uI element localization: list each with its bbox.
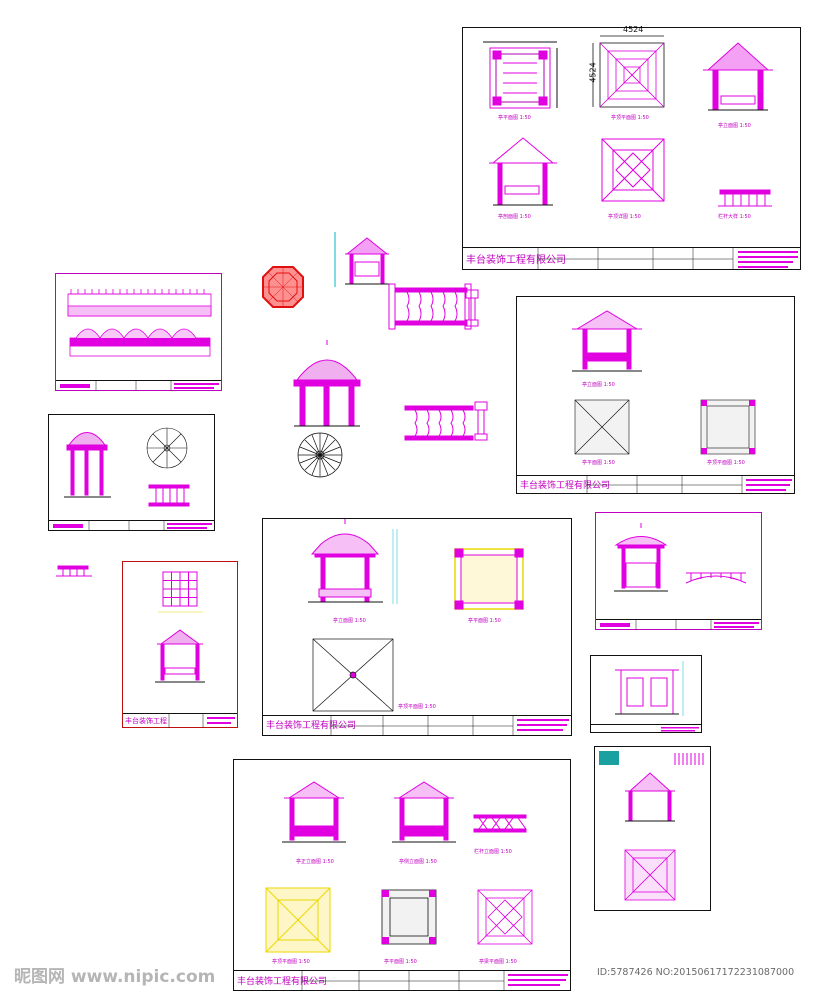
small-portrait-title-block: 丰台装饰工程 (123, 713, 237, 728)
sheet-pavilion-e-drawing (265, 781, 533, 953)
dome-title-block (49, 520, 214, 531)
bottom-caption-front: 亭正立面图 1:50 (296, 859, 334, 865)
caption-elevation: 亭立面图 1:50 (718, 123, 751, 129)
sheet-pavilion-e: 亭正立面图 1:50 亭侧立面图 1:50 栏杆立面图 1:50 亭顶平面图 1… (233, 759, 571, 991)
sheet-building (590, 655, 702, 733)
rail-detail-view (718, 189, 772, 207)
sheet-dome-drawing (64, 427, 190, 507)
sheet-building-drawing (615, 661, 684, 716)
sheet-fence-drawing (67, 289, 212, 357)
bottom-title-block: 丰台装饰工程有限公司 (234, 970, 570, 991)
elevation-view (703, 42, 773, 111)
caption-plan: 亭平面图 1:50 (498, 115, 531, 121)
center-caption-elevation: 亭立面图 1:50 (333, 618, 366, 624)
bottom-caption-beam: 亭梁平面图 1:50 (479, 959, 517, 965)
small-portrait-company: 丰台装饰工程 (125, 717, 167, 725)
mid-company-name: 丰台装饰工程有限公司 (520, 481, 611, 491)
roof-plan-view (592, 35, 665, 108)
bottom-caption-side: 亭侧立面图 1:50 (399, 859, 437, 865)
caption-rail: 栏杆大样 1:50 (718, 214, 751, 220)
sheet-fence (55, 273, 222, 391)
company-name: 丰台装饰工程有限公司 (466, 255, 566, 266)
caption-roof-plan: 亭顶平面图 1:50 (611, 115, 649, 121)
sheet-dome (48, 414, 215, 531)
title-block: 丰台装饰工程有限公司 (463, 247, 800, 270)
caption-roof-detail: 亭顶详图 1:50 (608, 214, 641, 220)
sheet-pavilion-a: 4524 4524 亭平面图 1:50 亭顶平面图 1:50 亭立面图 1:50… (462, 25, 801, 270)
pavilion-d-title-block (596, 619, 761, 630)
watermark-right: ID:5787426 NO:20150617172231087000 (597, 967, 795, 978)
center-company-name: 丰台装饰工程有限公司 (266, 721, 357, 731)
sheet-pavilion-d (595, 512, 762, 630)
sheet-small-portrait: 丰台装饰工程 (122, 561, 238, 728)
mid-caption-elevation: 亭立面图 1:50 (582, 382, 615, 388)
fence-title-block (56, 380, 221, 391)
building-title-block (591, 724, 701, 732)
dimension-top: 4524 (623, 25, 644, 34)
sheet-narrow (594, 746, 711, 911)
sheet-narrow-drawing (599, 751, 704, 901)
mid-caption-plan: 亭平面图 1:50 (582, 460, 615, 466)
center-caption-roof: 亭顶平面图 1:50 (398, 704, 436, 710)
dimension-side: 4524 (588, 62, 598, 83)
sheet-pavilion-c-drawing (572, 310, 756, 455)
bottom-company-name: 丰台装饰工程有限公司 (237, 977, 328, 987)
bottom-caption-rail: 栏杆立面图 1:50 (474, 849, 512, 855)
section-view (489, 137, 557, 206)
mid-caption-roof: 亭顶平面图 1:50 (707, 460, 745, 466)
bottom-caption-roof: 亭顶平面图 1:50 (272, 959, 310, 965)
center-title-block: 丰台装饰工程有限公司 (263, 715, 571, 736)
sheet-pavilion-d-drawing (614, 523, 747, 592)
watermark-left: 昵图网 www.nipic.com (14, 967, 216, 987)
roof-detail-view (601, 138, 665, 202)
sheet-small-portrait-drawing (155, 571, 205, 683)
center-caption-plan: 亭平面图 1:50 (468, 618, 501, 624)
sheet-pavilion-b: 亭立面图 1:50 亭平面图 1:50 亭顶平面图 1:50 丰台装饰工程有限公… (262, 518, 572, 736)
bottom-caption-plan: 亭平面图 1:50 (384, 959, 417, 965)
caption-section: 亭剖面图 1:50 (498, 214, 531, 220)
sheet-pavilion-c: 亭立面图 1:50 亭平面图 1:50 亭顶平面图 1:50 丰台装饰工程有限公… (516, 296, 795, 494)
mid-title-block: 丰台装饰工程有限公司 (517, 475, 794, 494)
plan-view (483, 41, 558, 109)
sheet-pavilion-b-drawing (308, 519, 524, 723)
sheet-pavilion-a-drawing (483, 35, 773, 207)
